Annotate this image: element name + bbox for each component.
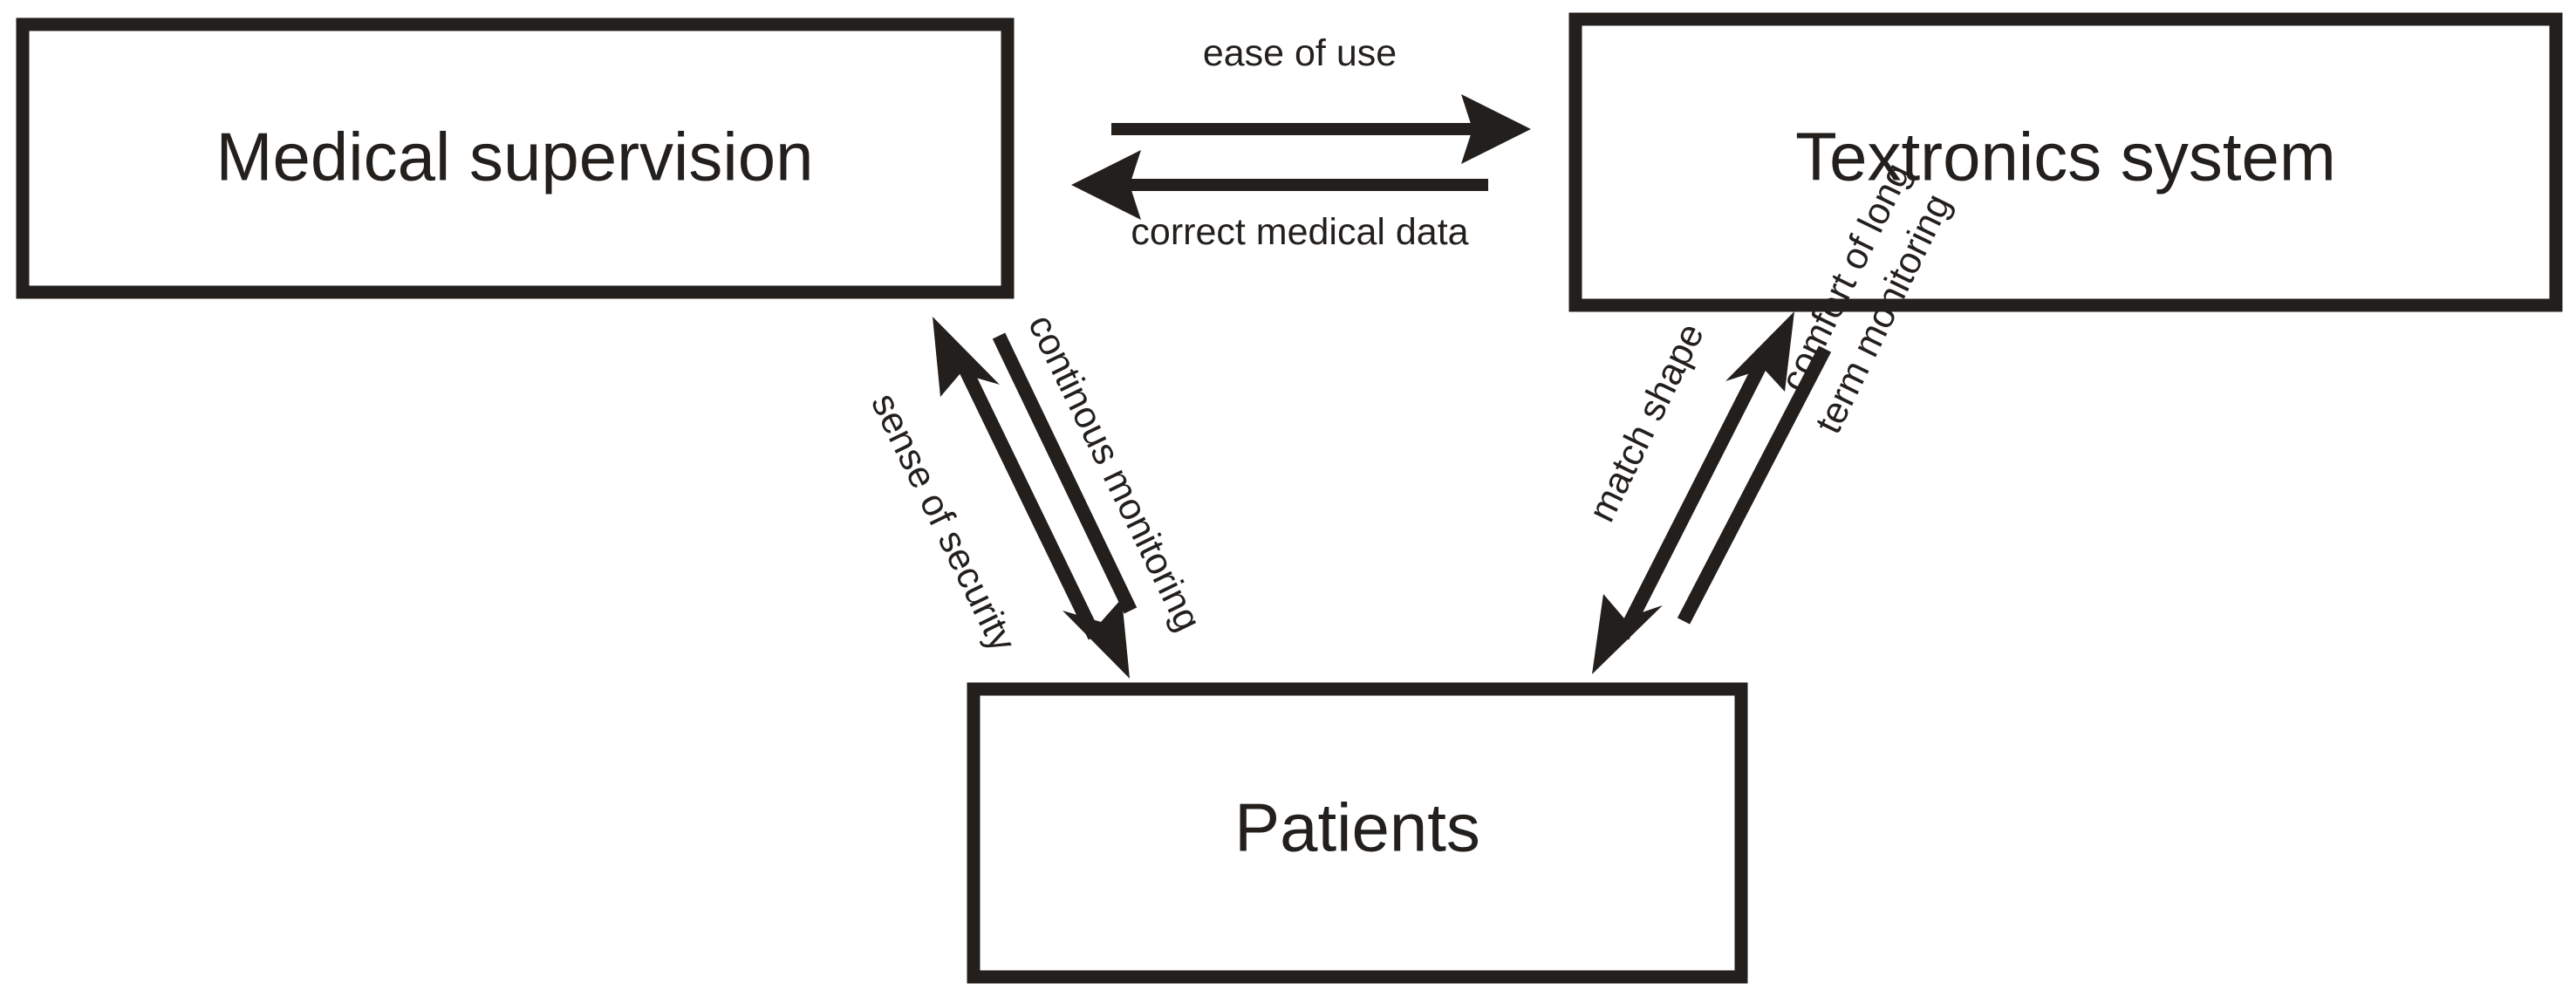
edge-shaft-sense-of-security	[957, 363, 1102, 640]
node-medical-supervision[interactable]: Medical supervision	[16, 17, 1015, 299]
arrowhead-right-ease-of-use	[1461, 94, 1531, 164]
node-label-patients: Patients	[1234, 789, 1480, 866]
node-label-textronics-system: Textronics system	[1795, 119, 2336, 195]
arrowhead-left-correct-medical-data	[1071, 150, 1141, 220]
edge-label-correct-medical-data: correct medical data	[1131, 211, 1468, 253]
node-textronics-system[interactable]: Textronics system	[1568, 12, 2563, 312]
arrowhead-up-right-match-shape	[1725, 311, 1794, 392]
arrowhead-down-left-comfort-of-long-term-monitoring	[1592, 594, 1663, 674]
arrowhead-up-left-sense-of-security	[933, 317, 1000, 397]
node-label-medical-supervision: Medical supervision	[216, 119, 814, 195]
edge-correct-medical-data[interactable]: correct medical data	[1071, 150, 1488, 253]
node-patients[interactable]: Patients	[967, 682, 1748, 984]
edge-shaft-match-shape	[1616, 358, 1769, 640]
edge-label-ease-of-use: ease of use	[1203, 32, 1397, 74]
edge-ease-of-use[interactable]: ease of use	[1111, 32, 1531, 164]
edge-shaft-comfort-of-long-term-monitoring	[1677, 345, 1832, 625]
edge-shaft-continous-monitoring	[992, 332, 1138, 614]
node-box-medical-supervision[interactable]	[16, 17, 1015, 299]
node-box-textronics-system[interactable]	[1568, 12, 2563, 312]
arrowhead-down-right-continous-monitoring	[1063, 598, 1130, 679]
node-box-patients[interactable]	[967, 682, 1748, 984]
